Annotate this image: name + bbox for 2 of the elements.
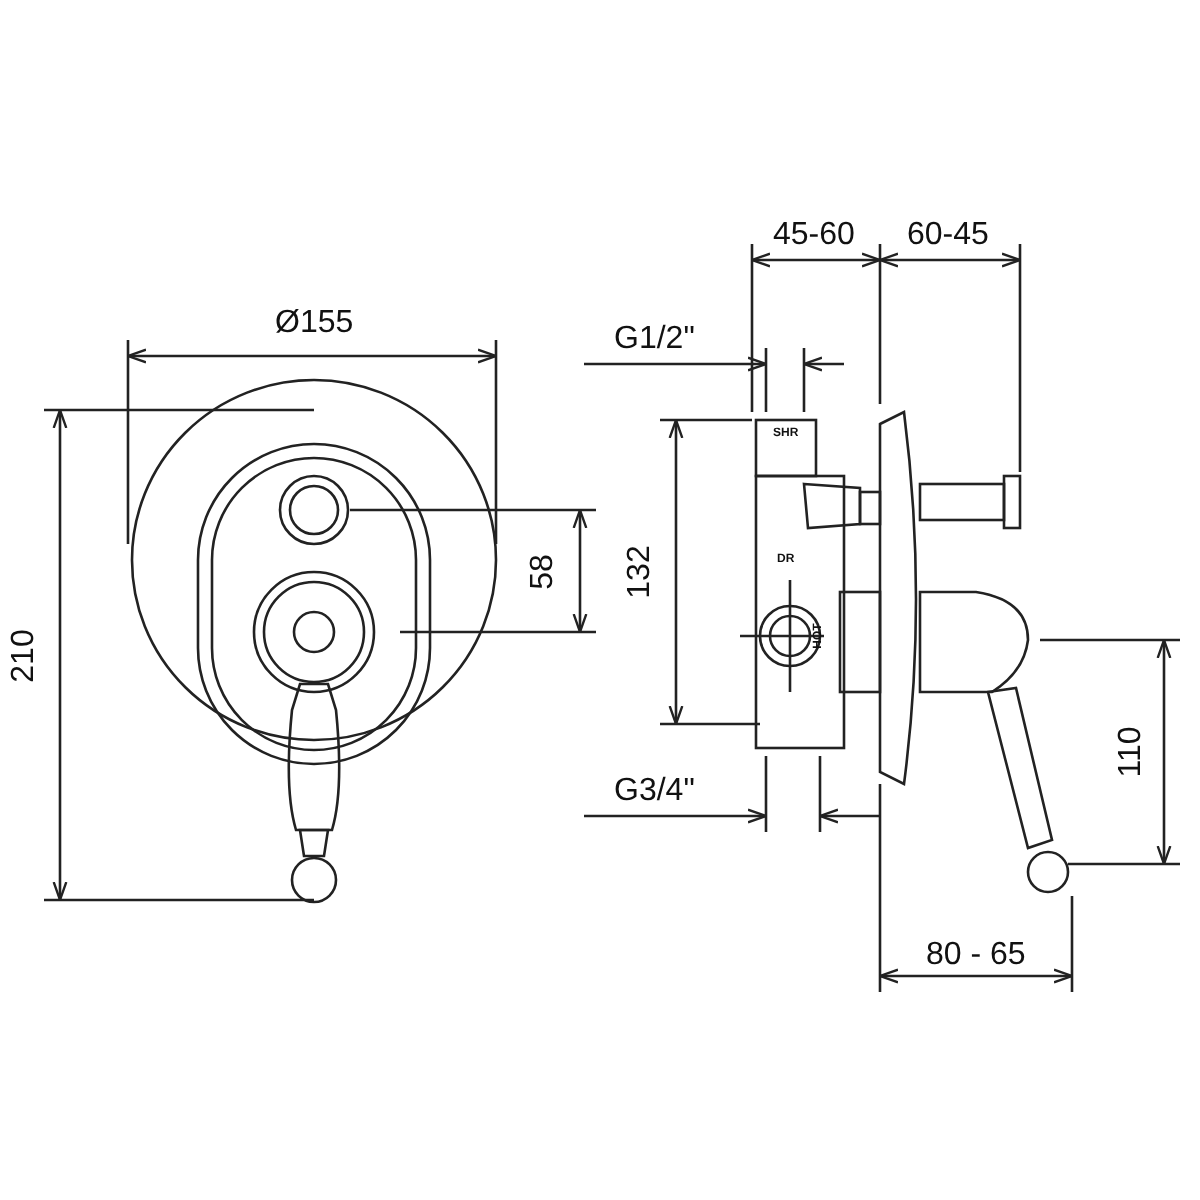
dimension-label: 210 — [7, 627, 40, 685]
dimension-label: 132 — [623, 543, 656, 601]
